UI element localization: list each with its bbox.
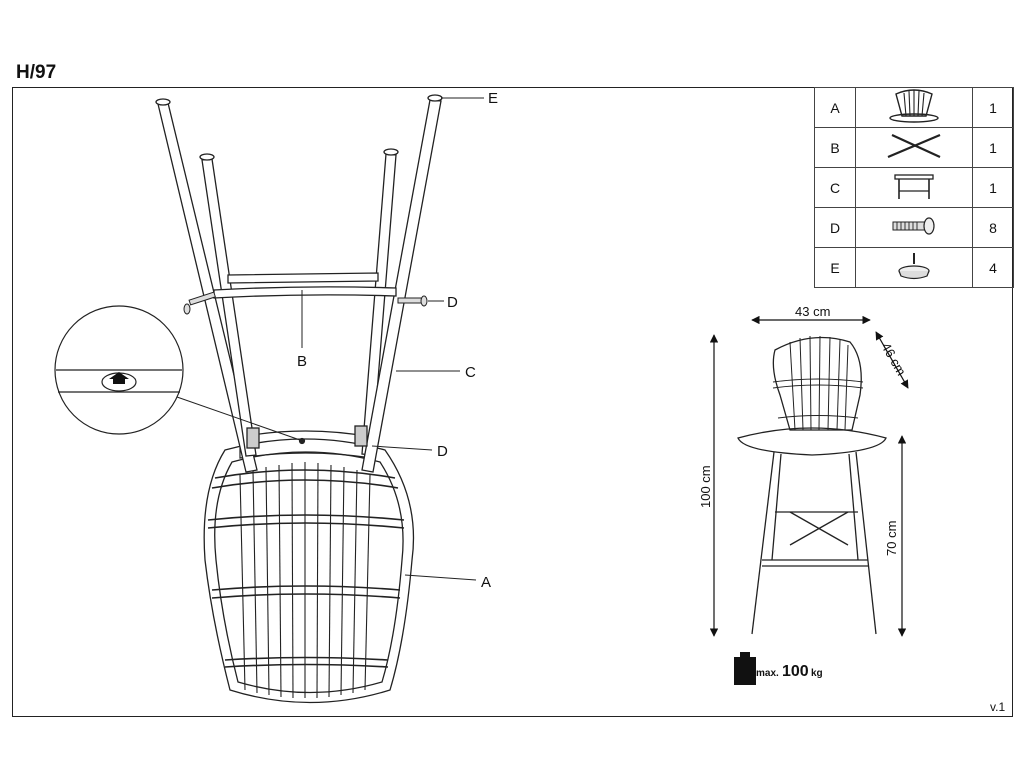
label-c: C <box>465 364 476 381</box>
leg-frame-c <box>155 94 443 473</box>
parts-row-d: D 8 <box>814 207 1014 248</box>
max-load-prefix: max. <box>756 668 779 679</box>
dim-height: 100 cm <box>698 465 713 508</box>
parts-row-e: E 4 <box>814 247 1014 288</box>
dim-width: 43 cm <box>795 304 830 319</box>
screw-d-left <box>183 291 216 315</box>
cross-brace-icon <box>855 127 973 168</box>
parts-row-c: C 1 <box>814 167 1014 208</box>
seat-mount-plate <box>239 430 373 459</box>
seat-shell-a <box>203 438 415 704</box>
part-qty: 8 <box>972 207 1014 248</box>
part-letter: E <box>814 247 856 288</box>
cross-brace-b <box>213 272 397 299</box>
drawing-frame <box>12 87 1013 717</box>
label-d-bottom: D <box>437 443 448 460</box>
parts-row-a: A 1 <box>814 87 1014 128</box>
weight-icon <box>734 652 756 685</box>
screw-d-right <box>397 295 428 307</box>
part-qty: 4 <box>972 247 1014 288</box>
seat-shell-icon <box>855 87 973 128</box>
part-qty: 1 <box>972 167 1014 208</box>
part-letter: A <box>814 87 856 128</box>
label-b: B <box>297 353 307 370</box>
detail-callout <box>54 305 184 435</box>
glide-foot-icon <box>855 247 973 288</box>
version-label: v.1 <box>990 700 1006 714</box>
label-d-top: D <box>447 294 458 311</box>
max-load-unit: kg <box>811 668 823 679</box>
parts-row-b: B 1 <box>814 127 1014 168</box>
part-qty: 1 <box>972 127 1014 168</box>
dim-depth: 46 cm <box>878 340 909 378</box>
dimension-lines <box>709 315 909 637</box>
label-a: A <box>481 574 491 591</box>
parts-table: A 1 B 1 C <box>814 87 1014 288</box>
label-e: E <box>488 90 498 107</box>
dim-seat-height: 70 cm <box>884 521 899 556</box>
model-title: H/97 <box>16 62 57 83</box>
up-arrow-icon <box>109 372 129 384</box>
max-load-value: 100 <box>782 663 809 680</box>
screw-icon <box>855 207 973 248</box>
assembled-chair <box>737 335 887 635</box>
